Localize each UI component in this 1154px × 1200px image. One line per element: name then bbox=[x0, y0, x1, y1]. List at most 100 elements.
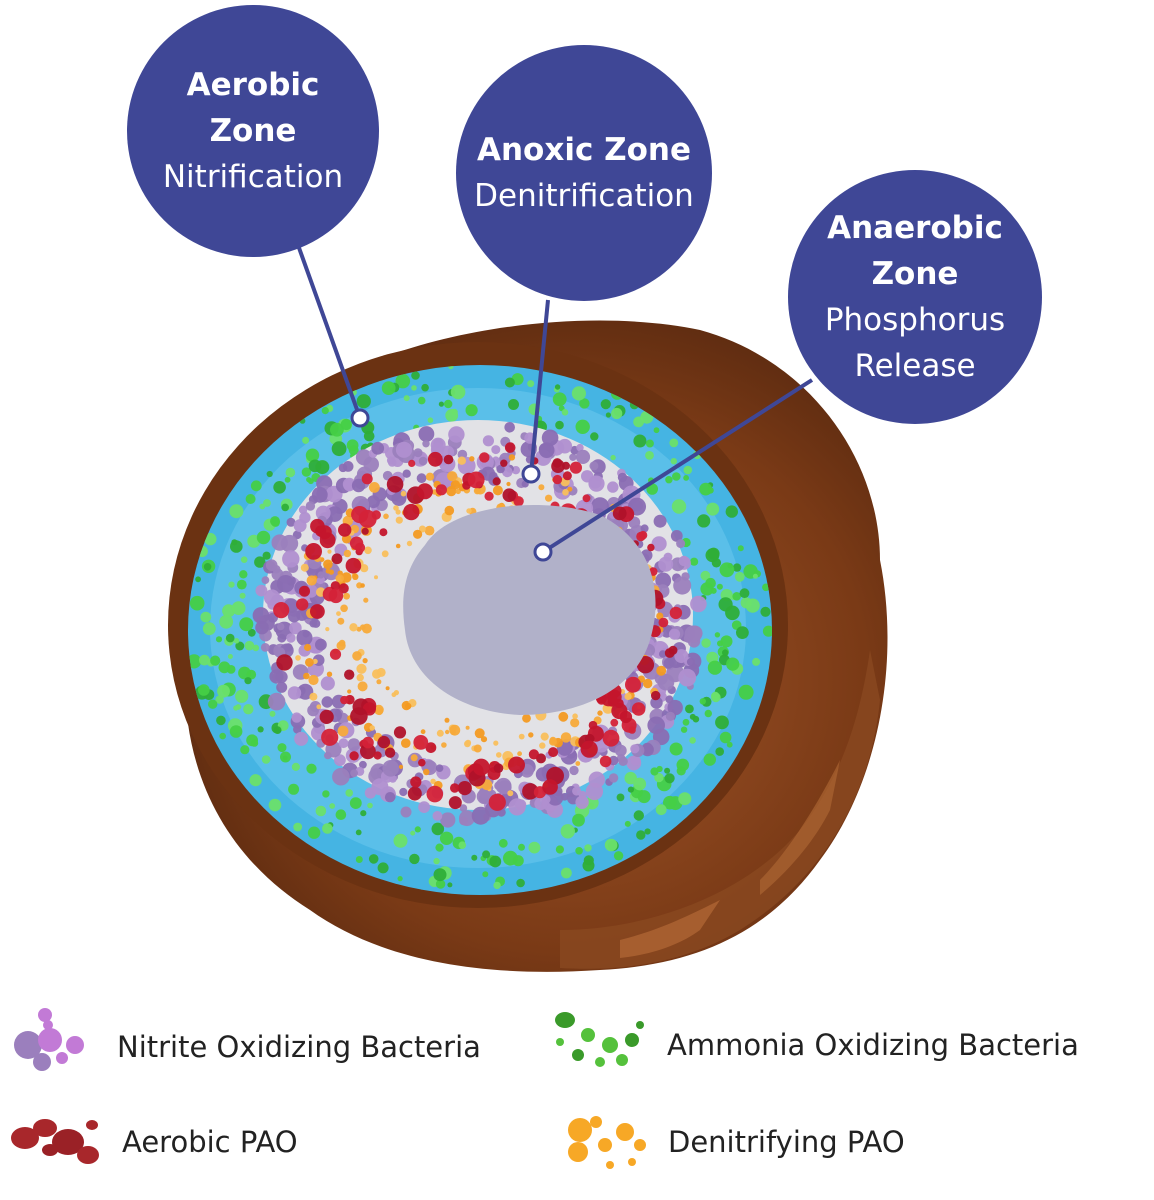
ammonia-oxidizing-bacterium bbox=[377, 862, 389, 874]
nitrite-oxidizing-bacterium bbox=[422, 440, 430, 448]
ammonia-oxidizing-bacterium bbox=[321, 407, 329, 415]
denitrifying-pao-cell bbox=[518, 733, 525, 740]
ammonia-oxidizing-bacterium bbox=[427, 417, 434, 424]
nitrite-oxidizing-bacterium bbox=[287, 686, 302, 700]
ammonia-oxidizing-bacterium bbox=[613, 851, 624, 861]
denitrifying-pao-cell bbox=[335, 574, 345, 583]
ammonia-oxidizing-bacterium bbox=[244, 677, 252, 685]
ammonia-oxidizing-bacterium bbox=[227, 654, 233, 659]
ammonia-oxidizing-bacterium bbox=[572, 813, 585, 827]
denitrifying-pao-cell bbox=[572, 713, 578, 719]
aerobic-pao-cell bbox=[350, 707, 368, 725]
ammonia-oxidizing-bacterium bbox=[203, 563, 212, 571]
ammonia-oxidizing-bacterium bbox=[739, 588, 750, 599]
aerobic-pao-cell bbox=[299, 585, 310, 597]
aerobic-pao-cell bbox=[610, 718, 619, 727]
nitrite-oxidizing-bacterium bbox=[614, 744, 627, 757]
nitrite-oxidizing-bacterium bbox=[641, 742, 654, 755]
denitrifying-pao-cell bbox=[480, 736, 488, 743]
ammonia-oxidizing-bacterium bbox=[616, 793, 625, 802]
ammonia-oxidizing-bacterium bbox=[704, 709, 712, 718]
aerobic-pao-cell bbox=[658, 617, 669, 628]
denitrifying-pao-cell bbox=[436, 729, 444, 737]
ammonia-oxidizing-bacterium bbox=[516, 878, 525, 888]
ammonia-oxidizing-bacterium bbox=[306, 477, 312, 483]
aerobic-pao-cell bbox=[607, 689, 622, 705]
ammonia-oxidizing-bacterium bbox=[307, 826, 321, 839]
ammonia-oxidizing-bacterium bbox=[218, 661, 231, 674]
aerobic-zone-process: Nitrification bbox=[162, 159, 344, 195]
aerobic-pao-cell bbox=[273, 602, 290, 619]
nitrite-oxidizing-bacterium bbox=[320, 676, 335, 691]
legend-icon-aerobic-pao bbox=[11, 1119, 99, 1164]
nitrite-oxidizing-bacterium bbox=[673, 576, 692, 595]
ammonia-oxidizing-bacterium bbox=[493, 881, 501, 890]
ammonia-oxidizing-bacterium bbox=[208, 699, 218, 709]
denitrifying-pao-cell bbox=[305, 658, 314, 667]
ammonia-oxidizing-bacterium bbox=[302, 436, 310, 444]
ammonia-oxidizing-bacterium bbox=[705, 577, 716, 589]
aerobic-pao-cell bbox=[669, 606, 683, 620]
nitrite-oxidizing-bacterium bbox=[668, 628, 681, 640]
ammonia-oxidizing-bacterium bbox=[716, 583, 723, 590]
ammonia-oxidizing-bacterium bbox=[202, 622, 216, 636]
denitrifying-pao-cell bbox=[624, 692, 632, 701]
ammonia-oxidizing-bacterium bbox=[575, 847, 583, 855]
aerobic-pao-cell bbox=[502, 488, 517, 503]
nitrite-oxidizing-bacterium bbox=[386, 456, 395, 465]
ammonia-oxidizing-bacterium bbox=[503, 850, 518, 866]
nitrite-oxidizing-bacterium bbox=[674, 649, 689, 664]
aerobic-pao-cell bbox=[321, 728, 339, 746]
ammonia-oxidizing-bacterium bbox=[438, 401, 444, 407]
denitrifying-pao-cell bbox=[381, 550, 389, 558]
nitrite-oxidizing-bacterium bbox=[435, 764, 444, 772]
ammonia-oxidizing-bacterium bbox=[291, 762, 300, 772]
ammonia-oxidizing-bacterium bbox=[262, 551, 271, 560]
legend-label-nob: Nitrite Oxidizing Bacteria bbox=[117, 1030, 481, 1064]
ammonia-oxidizing-bacterium bbox=[645, 451, 654, 460]
denitrifying-pao-cell bbox=[373, 704, 384, 715]
ammonia-oxidizing-bacterium bbox=[575, 419, 590, 434]
aerobic-pao-cell bbox=[408, 459, 416, 467]
ammonia-oxidizing-bacterium bbox=[445, 409, 459, 422]
anaerobic-zone-callout: Anaerobic Zone Phosphorus Release bbox=[788, 170, 1042, 424]
ammonia-oxidizing-bacterium bbox=[655, 804, 667, 816]
ammonia-oxidizing-bacterium bbox=[700, 570, 711, 581]
ammonia-oxidizing-bacterium bbox=[330, 422, 344, 437]
ammonia-oxidizing-bacterium bbox=[482, 871, 489, 878]
ammonia-oxidizing-bacterium bbox=[736, 626, 749, 639]
ammonia-oxidizing-bacterium bbox=[683, 475, 689, 481]
ammonia-oxidizing-bacterium bbox=[269, 710, 276, 717]
nitrite-oxidizing-bacterium bbox=[309, 619, 318, 628]
ammonia-oxidizing-bacterium bbox=[409, 853, 420, 865]
aerobic-pao-cell bbox=[393, 726, 407, 739]
ammonia-oxidizing-bacterium bbox=[624, 771, 637, 785]
aerobic-pao-cell bbox=[488, 793, 506, 811]
ammonia-oxidizing-bacterium bbox=[555, 845, 565, 854]
ammonia-oxidizing-bacterium bbox=[685, 704, 694, 714]
ammonia-oxidizing-bacterium bbox=[233, 705, 239, 711]
aerobic-pao-cell bbox=[562, 471, 572, 481]
aerobic-pao-cell bbox=[588, 720, 598, 730]
denitrifying-pao-cell bbox=[473, 744, 482, 753]
nitrite-oxidizing-bacterium bbox=[297, 683, 314, 700]
denitrifying-pao-cell bbox=[508, 454, 516, 461]
aerobic-pao-cell bbox=[407, 786, 422, 801]
denitrifying-pao-cell bbox=[444, 505, 455, 516]
nitrite-oxidizing-bacterium bbox=[459, 810, 475, 827]
nitrite-oxidizing-bacterium bbox=[496, 464, 505, 474]
nitrite-oxidizing-bacterium bbox=[400, 806, 412, 818]
nitrite-oxidizing-bacterium bbox=[589, 461, 599, 471]
nitrite-oxidizing-bacterium bbox=[588, 771, 605, 788]
aerobic-pao-cell bbox=[664, 648, 675, 658]
denitrifying-pao-cell bbox=[326, 671, 333, 677]
nitrite-oxidizing-bacterium bbox=[276, 681, 288, 693]
nitrite-oxidizing-bacterium bbox=[569, 765, 579, 776]
aerobic-pao-cell bbox=[360, 743, 376, 760]
nitrite-oxidizing-bacterium bbox=[541, 429, 559, 447]
ammonia-oxidizing-bacterium bbox=[259, 503, 266, 510]
nitrite-oxidizing-bacterium bbox=[608, 773, 619, 783]
ammonia-oxidizing-bacterium bbox=[263, 499, 271, 507]
nitrite-oxidizing-bacterium bbox=[630, 755, 641, 766]
ammonia-oxidizing-bacterium bbox=[249, 774, 262, 787]
